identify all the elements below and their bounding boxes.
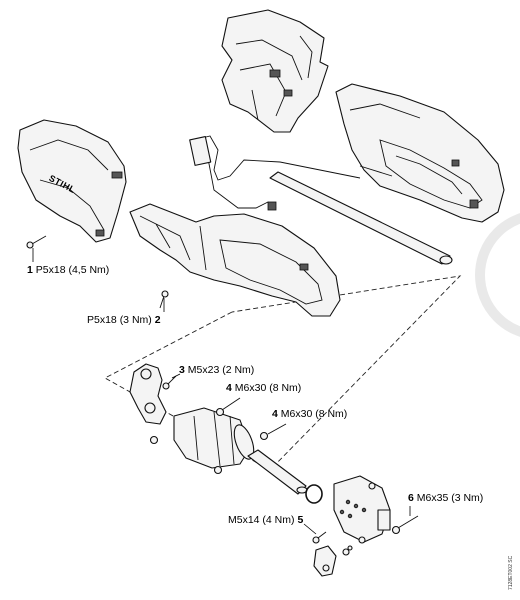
left-front-cover — [17, 119, 127, 243]
bottom-clamp — [313, 545, 353, 577]
top-housing-cover — [221, 9, 329, 133]
callout-number: 4 — [272, 408, 278, 420]
screw-2 — [159, 290, 169, 309]
callout-text: M6x35 (3 Nm) — [416, 492, 484, 504]
label-2: P5x18 (3 Nm) 2 — [87, 314, 161, 326]
screw-4a — [215, 397, 241, 417]
callout-text: M5x14 (4 Nm) — [228, 514, 295, 526]
callout-number: 3 — [179, 364, 185, 376]
label-3: 3 M5x23 (2 Nm) — [179, 364, 254, 376]
figure-code: 7128ET002 SC — [508, 555, 514, 590]
coupling-sleeve — [149, 407, 255, 475]
callout-text: M5x23 (2 Nm) — [187, 364, 255, 376]
o-ring — [305, 484, 323, 504]
shaft-tube — [247, 449, 308, 495]
leader-5 — [303, 523, 317, 535]
watermark — [475, 213, 520, 337]
label-5: M5x14 (4 Nm) 5 — [228, 514, 303, 526]
callout-text: M6x30 (8 Nm) — [234, 382, 302, 394]
label-6: 6 M6x35 (3 Nm) — [408, 492, 483, 504]
callout-number: 1 — [27, 264, 33, 276]
label-4b: 4 M6x30 (8 Nm) — [272, 408, 347, 420]
callout-number: 6 — [408, 492, 414, 504]
label-4a: 4 M6x30 (8 Nm) — [226, 382, 301, 394]
screw-5 — [312, 531, 327, 544]
gear-head-housing — [333, 475, 391, 544]
screw-1 — [26, 235, 47, 249]
label-1: 1 P5x18 (4,5 Nm) — [27, 264, 109, 276]
callout-text: M6x30 (8 Nm) — [280, 408, 348, 420]
right-housing-shell — [335, 83, 505, 223]
cable-tube — [189, 135, 453, 265]
callout-text: P5x18 (4,5 Nm) — [35, 264, 110, 276]
motor-housing — [129, 203, 341, 317]
screw-6 — [391, 515, 419, 535]
screw-3 — [162, 375, 177, 390]
callout-number: 5 — [297, 514, 304, 526]
callout-text: P5x18 (3 Nm) — [87, 314, 152, 326]
callout-number: 2 — [154, 314, 161, 326]
screw-4b — [259, 423, 287, 441]
callout-number: 4 — [226, 382, 232, 394]
handle-clamp — [129, 363, 167, 425]
leader-3 — [171, 373, 181, 379]
